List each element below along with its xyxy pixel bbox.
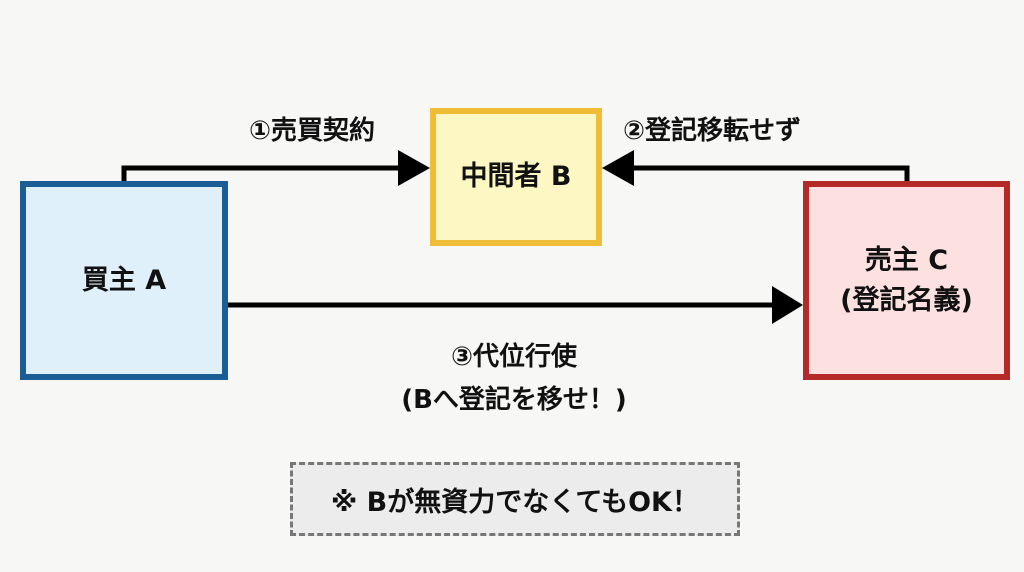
label-subrogation: ③代位行使	[450, 342, 578, 372]
buyer-a-box: 買主 A	[20, 181, 228, 380]
arrowhead-b-left	[398, 150, 430, 186]
seller-c-box: 売主 C (登記名義)	[803, 181, 1010, 380]
note-box: ※ Bが無資力でなくてもOK！	[290, 462, 740, 536]
arrow-a-to-b	[121, 165, 402, 181]
label-subrogation-detail: (Bへ登記を移せ！)	[401, 385, 627, 415]
intermediary-b-label: 中間者 B	[460, 161, 572, 193]
buyer-a-label: 買主 A	[81, 264, 167, 296]
seller-c-sublabel: (登記名義)	[840, 284, 973, 316]
note-text: ※ Bが無資力でなくてもOK！	[331, 486, 699, 518]
label-sale-contract: ①売買契約	[248, 116, 376, 146]
seller-c-label: 売主 C	[864, 245, 949, 277]
arrowhead-c	[772, 286, 803, 324]
arrow-c-to-b	[630, 165, 910, 181]
intermediary-b-box: 中間者 B	[430, 108, 602, 246]
arrowhead-b-right	[602, 150, 634, 186]
label-no-transfer: ②登記移転せず	[622, 116, 802, 146]
